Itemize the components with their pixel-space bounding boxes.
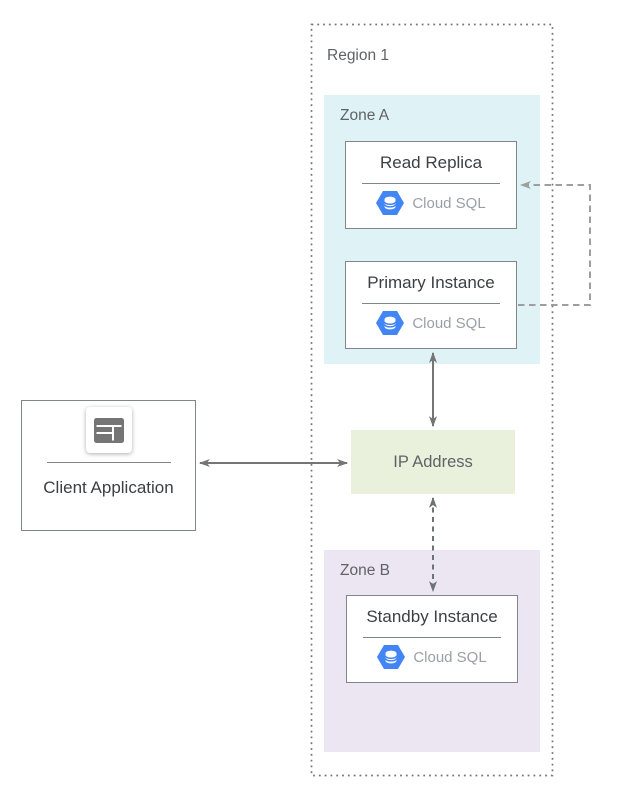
read-replica-node: Read Replica Cloud SQL [345, 141, 517, 229]
cloud-sql-label: Cloud SQL [412, 194, 486, 212]
cloud-sql-icon [376, 311, 405, 335]
node-divider [363, 637, 501, 638]
primary-instance-title: Primary Instance [367, 273, 495, 292]
zone-b-label: Zone B [340, 562, 390, 579]
cloud-sql-label: Cloud SQL [412, 314, 486, 332]
ip-address-node: IP Address [351, 430, 515, 494]
standby-instance-node: Standby Instance Cloud SQL [346, 595, 518, 683]
cloud-sql-icon [376, 191, 405, 215]
client-application-label: Client Application [43, 478, 174, 497]
cloud-sql-icon [377, 645, 406, 669]
app-window-icon [93, 417, 124, 443]
standby-instance-title: Standby Instance [366, 607, 498, 626]
region-label: Region 1 [327, 47, 390, 64]
primary-instance-node: Primary Instance Cloud SQL [345, 261, 517, 349]
client-application-node: Client Application [21, 400, 196, 531]
node-divider [362, 183, 500, 184]
zone-a-label: Zone A [340, 107, 390, 124]
read-replica-title: Read Replica [379, 153, 483, 172]
app-icon-card [85, 407, 132, 453]
ip-address-label: IP Address [393, 452, 473, 471]
cloud-sql-label: Cloud SQL [413, 648, 487, 666]
node-divider [362, 303, 500, 304]
node-divider [46, 462, 171, 463]
